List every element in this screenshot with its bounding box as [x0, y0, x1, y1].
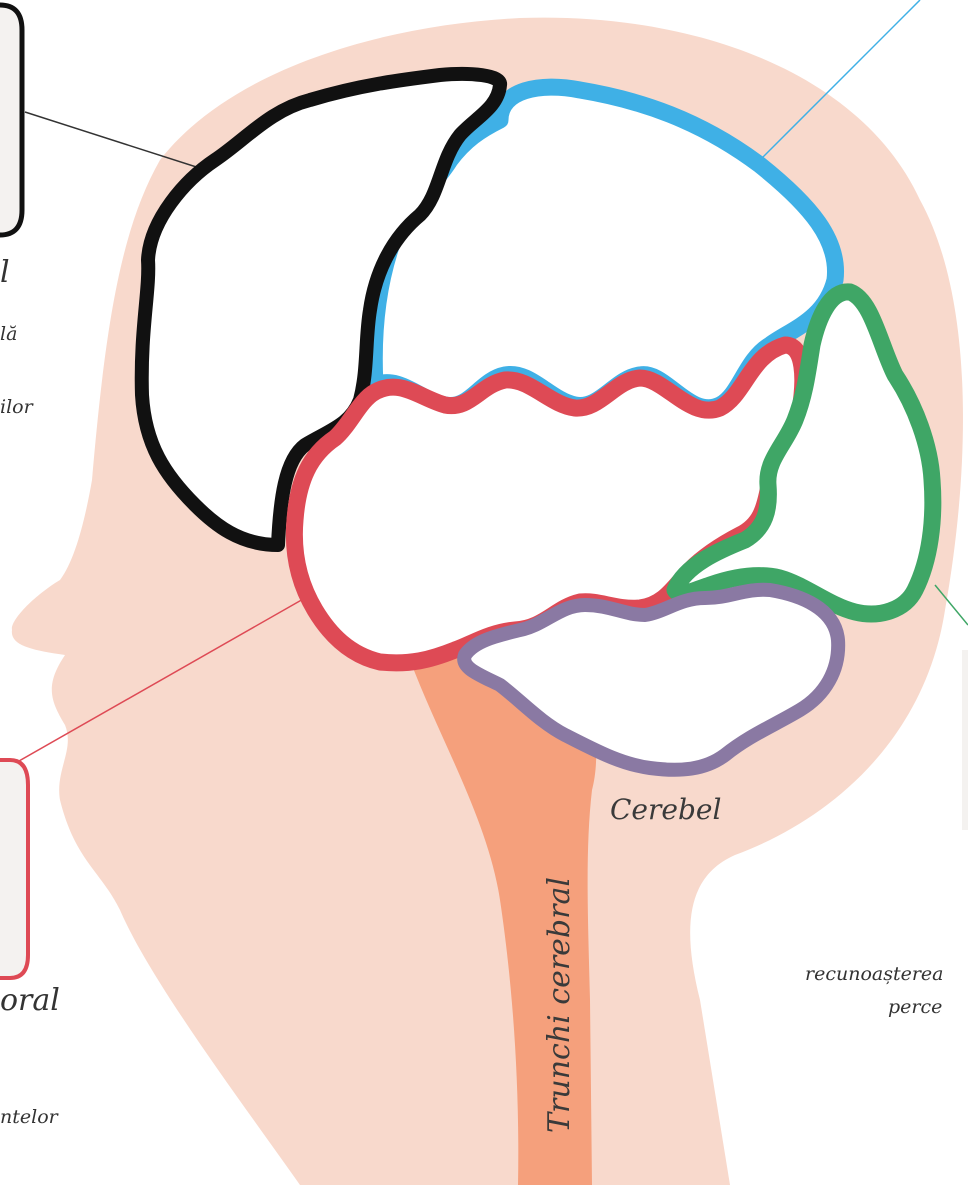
temporal-title-fragment: oral: [0, 986, 60, 1016]
frontal-title-fragment: l: [0, 258, 10, 288]
frontal-description-line-1: lă: [0, 325, 17, 344]
cerebellum-label: Cerebel: [610, 796, 721, 824]
occipital-description-line-1: recunoașterea: [805, 965, 944, 984]
brainstem-label: Trunchi cerebral: [545, 875, 575, 1135]
temporal-label-box: [0, 760, 28, 978]
occipital-description-line-2: perce: [888, 998, 942, 1017]
frontal-label-box: [0, 5, 22, 235]
occipital-label-box: [962, 650, 968, 830]
frontal-description-line-2: ilor: [0, 398, 33, 417]
temporal-description-line-1: ntelor: [0, 1108, 58, 1127]
